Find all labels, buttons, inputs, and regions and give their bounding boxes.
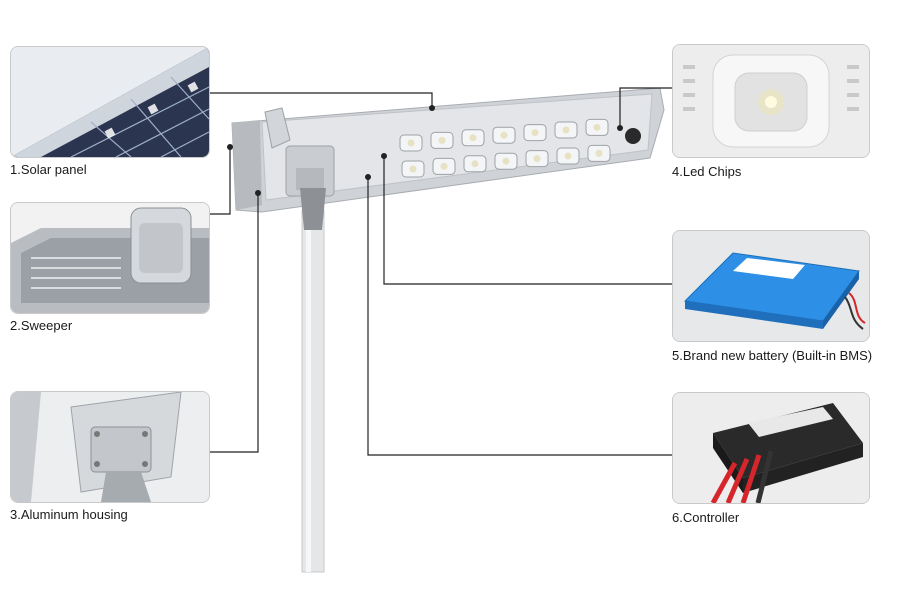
sweeper-on-lamp <box>264 107 291 149</box>
led-chip-emitter <box>469 134 477 142</box>
led-chip-emitter <box>562 126 570 134</box>
battery-label: 5.Brand new battery (Built-in BMS) <box>672 348 873 363</box>
sensor-dot <box>625 128 641 144</box>
led-chip-emitter <box>440 162 448 170</box>
leader-lines <box>208 87 672 456</box>
led-chips-label: 4.Led Chips <box>672 164 742 179</box>
leader-aluminum-housing <box>208 193 259 453</box>
led-chip-emitter <box>500 131 508 139</box>
led-chip-emitter <box>595 149 603 157</box>
led-chip-emitter <box>502 157 510 165</box>
led-chip-emitter <box>564 152 572 160</box>
aluminum-housing-label: 3.Aluminum housing <box>10 507 128 522</box>
street-light-head <box>231 87 665 230</box>
led-chip-emitter <box>438 136 446 144</box>
led-chip-emitter <box>471 160 479 168</box>
controller-label: 6.Controller <box>672 510 740 525</box>
controller-thumbnail <box>672 392 870 504</box>
sweeper-thumbnail <box>10 202 210 314</box>
sweeper-label: 2.Sweeper <box>10 318 73 333</box>
led-chip-emitter <box>409 165 417 173</box>
battery-thumbnail <box>672 230 870 342</box>
led-chip-emitter <box>593 123 601 131</box>
led-chip-emitter <box>407 139 415 147</box>
leader-solar-panel <box>208 92 433 108</box>
leader-battery <box>383 156 672 285</box>
solar-panel-thumbnail <box>10 46 210 158</box>
led-chip-array <box>399 118 611 178</box>
lamp-pole <box>301 209 325 573</box>
aluminum-housing-thumbnail <box>10 391 210 503</box>
leader-led-chips <box>619 87 672 128</box>
leader-sweeper <box>208 147 231 215</box>
led-chip-emitter <box>533 155 541 163</box>
led-chips-thumbnail <box>672 44 870 158</box>
solar-panel-label: 1.Solar panel <box>10 162 87 177</box>
leader-controller <box>367 177 672 456</box>
led-chip-emitter <box>531 129 539 137</box>
